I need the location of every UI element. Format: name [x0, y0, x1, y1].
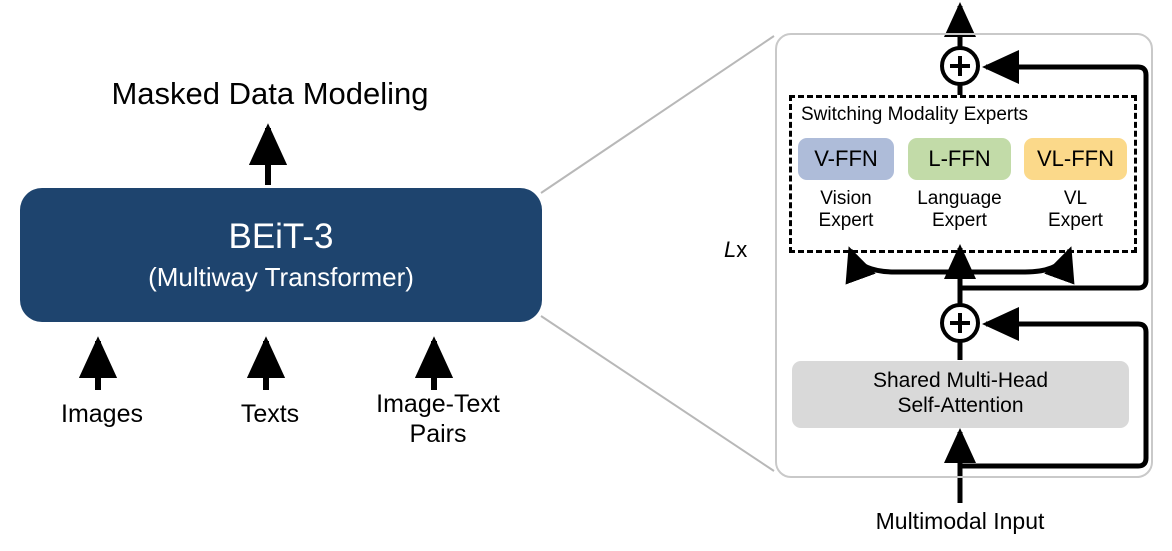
layer-repeat-multiplier: x [736, 237, 748, 262]
connector-line-top [540, 35, 775, 194]
residual-path-upper [960, 50, 1149, 291]
multimodal-input-label: Multimodal Input [875, 508, 1045, 534]
switching-modality-experts-caption: Switching Modality Experts [801, 104, 1029, 125]
ffn-chip-vl[interactable]: VL-FFN [1024, 138, 1127, 180]
arrow-to-vision-expert [845, 246, 958, 285]
input-label-images: Images [61, 400, 143, 428]
beit3-model-box[interactable] [20, 188, 542, 322]
transformer-block-panel [775, 33, 1153, 478]
ffn-chip-language[interactable]: L-FFN [908, 138, 1011, 180]
beit3-subtitle: (Multiway Transformer) [148, 262, 414, 292]
beit3-title: BEiT-3 [228, 217, 334, 256]
shared-self-attention-label: Shared Multi-Head Self-Attention [872, 369, 1049, 417]
arrow-to-vl-expert [962, 246, 1075, 285]
switching-modality-experts-box [789, 95, 1137, 253]
shared-self-attention-box[interactable] [792, 361, 1129, 428]
expert-sublabel-vision: Vision Expert [818, 188, 874, 232]
layer-repeat-label: Lx [724, 237, 747, 263]
connector-line-bottom [540, 315, 775, 472]
masked-data-modeling-label: Masked Data Modeling [111, 76, 429, 111]
input-label-image-text-pairs: Image-Text Pairs [376, 390, 500, 448]
expert-sublabel-language: Language Expert [917, 188, 1002, 232]
expert-sublabel-vl: VL Expert [1048, 188, 1103, 232]
ffn-chip-vision[interactable]: V-FFN [798, 138, 894, 180]
input-label-texts: Texts [240, 400, 300, 428]
layer-repeat-symbol: L [724, 237, 737, 262]
